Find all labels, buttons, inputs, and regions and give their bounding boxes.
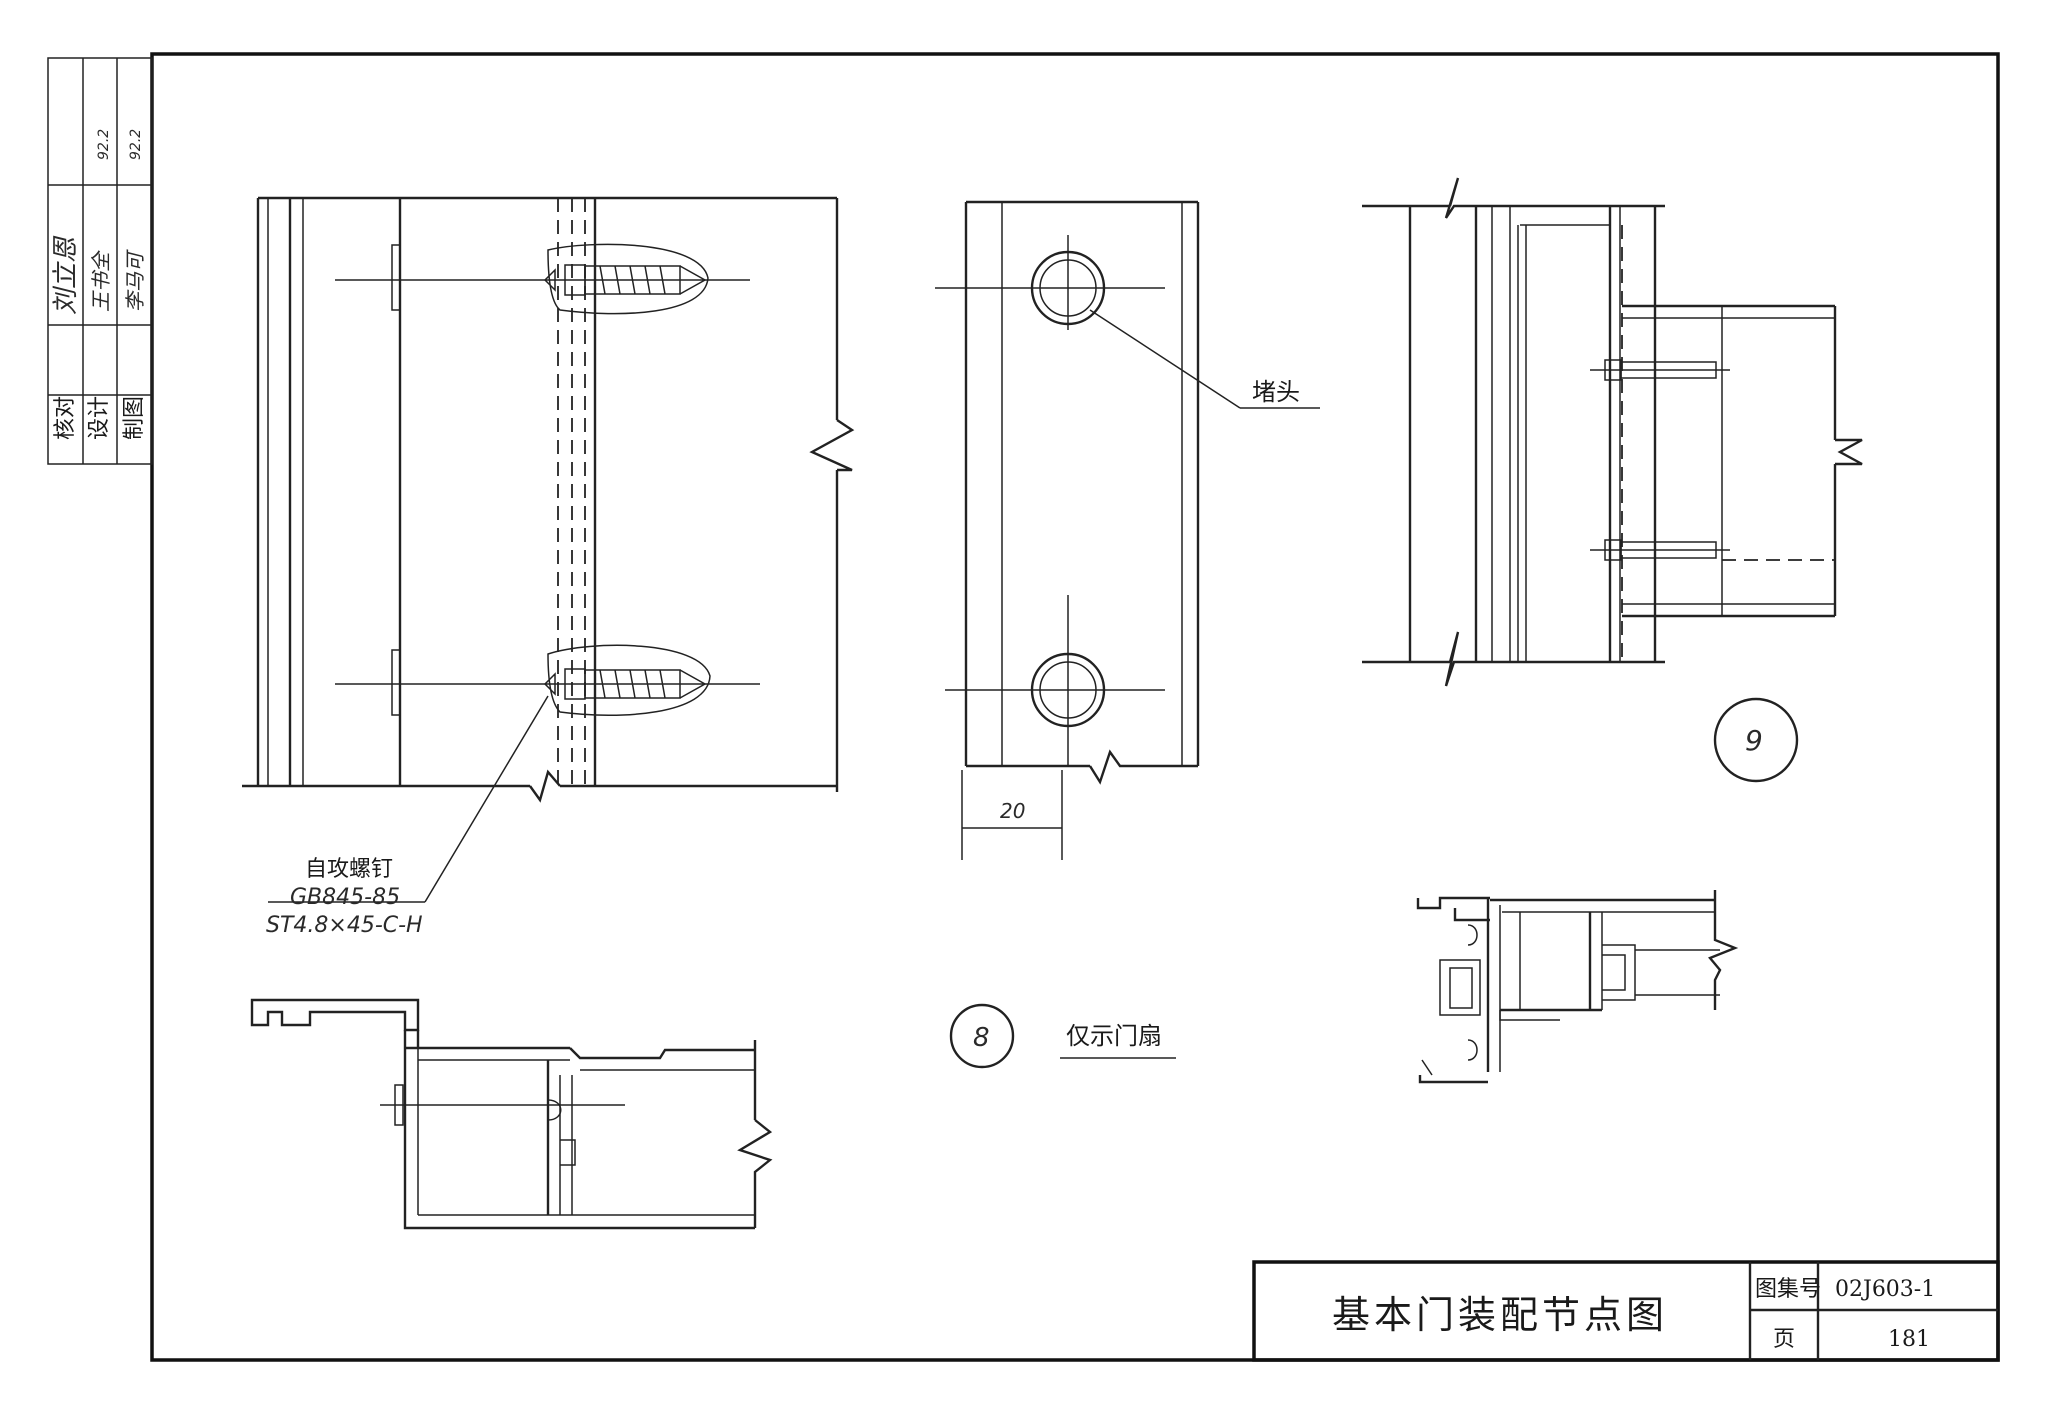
detail-8-caption: 仅示门扇 bbox=[1066, 1022, 1162, 1050]
detail-8-number: 8 bbox=[973, 1023, 990, 1053]
approval-role-2: 设计 bbox=[87, 396, 112, 440]
approval-block: 核对 设计 制图 刘立恩 王书全 李马可 92.2 92.2 bbox=[47, 57, 153, 465]
approval-signature-3: 李马可 bbox=[123, 249, 147, 312]
approval-signature-1: 刘立恩 bbox=[51, 235, 81, 315]
detail-8-elevation bbox=[242, 196, 855, 903]
sheet-title: 基本门装配节点图 bbox=[1332, 1293, 1668, 1337]
detail-9-elevation bbox=[1362, 177, 1863, 687]
screw-callout: 自攻螺钉 GB845-85 ST4.8×45-C-H bbox=[266, 857, 423, 938]
plug-label: 堵头 bbox=[1252, 378, 1300, 406]
screw-label: 自攻螺钉 bbox=[305, 857, 393, 882]
page-number: 181 bbox=[1888, 1327, 1930, 1352]
page-label: 页 bbox=[1773, 1327, 1795, 1352]
approval-date-2: 92.2 bbox=[128, 129, 144, 160]
detail-8-marker: 8 bbox=[949, 1003, 1015, 1069]
detail-9-section bbox=[1416, 890, 1739, 1084]
approval-role-1: 核对 bbox=[53, 396, 78, 440]
approval-date-1: 92.2 bbox=[96, 129, 112, 160]
title-block bbox=[1252, 1260, 2000, 1362]
atlas-number: 02J603-1 bbox=[1835, 1277, 1935, 1302]
detail-8-section bbox=[250, 998, 773, 1230]
screw-spec: ST4.8×45-C-H bbox=[266, 913, 423, 938]
atlas-label: 图集号 bbox=[1755, 1277, 1821, 1302]
screw-standard: GB845-85 bbox=[290, 885, 400, 910]
detail-9-number: 9 bbox=[1745, 724, 1763, 757]
sheet-border bbox=[150, 52, 2000, 1362]
approval-role-3: 制图 bbox=[122, 396, 147, 440]
approval-signature-2: 王书全 bbox=[89, 250, 113, 312]
detail-9-marker: 9 bbox=[1713, 697, 1799, 783]
dimension-20: 20 bbox=[1000, 799, 1025, 823]
detail-8-plug-view bbox=[935, 200, 1320, 860]
